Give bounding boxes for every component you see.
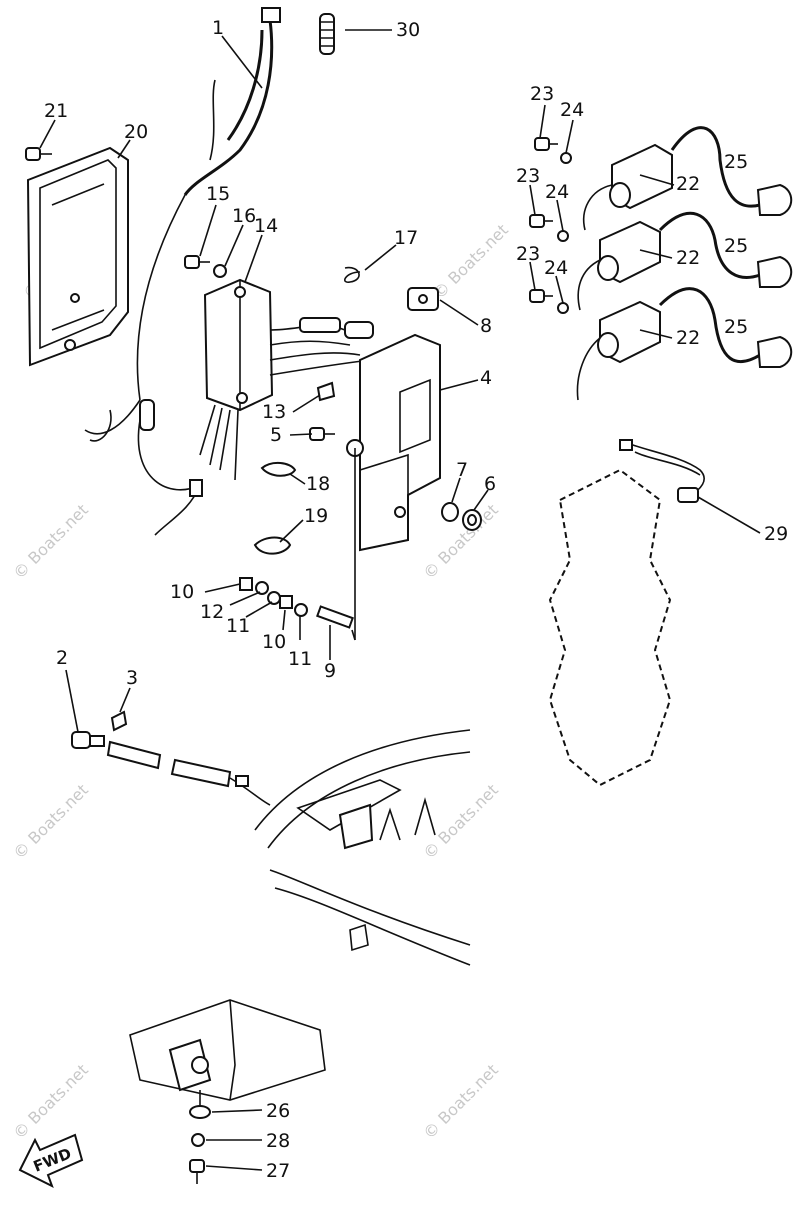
part-29-harness <box>619 439 705 503</box>
lower-bracket <box>129 999 326 1108</box>
part-21-screw <box>25 147 52 161</box>
callout-12: 12 <box>200 601 224 623</box>
callout-6: 6 <box>484 473 496 495</box>
part-25-cap-3 <box>756 335 793 368</box>
callout-16: 16 <box>232 205 256 227</box>
part-11-washer <box>267 591 281 605</box>
callout-23: 23 <box>530 83 554 105</box>
callout-20: 20 <box>124 121 148 143</box>
callout-22: 22 <box>676 173 700 195</box>
part-14-cdi-unit <box>199 278 374 481</box>
part-2-switch <box>71 731 105 749</box>
part-20-bracket <box>26 146 129 367</box>
bottom-cowling <box>254 729 471 966</box>
part-27-bolt <box>189 1159 205 1184</box>
callout-13: 13 <box>262 401 286 423</box>
callout-28: 28 <box>266 1130 290 1152</box>
powerhead-outline <box>548 468 672 787</box>
callout-24: 24 <box>544 257 568 279</box>
part-18-clamp <box>260 462 297 477</box>
lead-cable <box>106 740 271 806</box>
callout-24: 24 <box>545 181 569 203</box>
callout-2: 2 <box>56 647 68 669</box>
callout-29: 29 <box>764 523 788 545</box>
callout-19: 19 <box>304 505 328 527</box>
part-24-washer-1 <box>560 152 572 164</box>
part-5-bolt <box>309 427 335 441</box>
fwd-arrow: FWD <box>18 1133 84 1189</box>
callout-14: 14 <box>254 215 278 237</box>
callout-25: 25 <box>724 151 748 173</box>
part-15-screw <box>184 255 210 269</box>
lower-wiring <box>84 399 203 536</box>
part-30-sleeve <box>319 13 335 55</box>
part-13-clip <box>316 381 336 402</box>
part-4-plate <box>346 333 441 640</box>
coil-assembly-2 <box>577 211 761 311</box>
part-26-clip <box>189 1105 211 1119</box>
part-28-washer <box>191 1133 205 1147</box>
coil-assembly-3 <box>576 287 761 401</box>
callout-11: 11 <box>288 648 312 670</box>
callout-24: 24 <box>560 99 584 121</box>
callout-5: 5 <box>270 424 282 446</box>
watermark: © Boats.net <box>9 500 91 582</box>
callout-10: 10 <box>262 631 286 653</box>
callout-labels: 1 30 21 20 15 16 14 17 8 4 13 5 18 19 7 … <box>44 17 788 1182</box>
part-16-washer <box>213 264 227 278</box>
part-10-nut <box>239 577 253 591</box>
watermark: © Boats.net <box>419 500 501 582</box>
part-11-washer <box>294 603 308 617</box>
callout-22: 22 <box>676 327 700 349</box>
callout-9: 9 <box>324 660 336 682</box>
callout-4: 4 <box>480 367 492 389</box>
callout-3: 3 <box>126 667 138 689</box>
part-24-washer-3 <box>557 302 569 314</box>
callout-26: 26 <box>266 1100 290 1122</box>
callout-23: 23 <box>516 243 540 265</box>
part-24-washer-2 <box>557 230 569 242</box>
part-12-washer <box>255 581 269 595</box>
callout-7: 7 <box>456 459 468 481</box>
part-3-tie <box>110 710 128 732</box>
watermark: © Boats.net <box>9 780 91 862</box>
callout-30: 30 <box>396 19 420 41</box>
watermark: © Boats.net <box>419 1060 501 1142</box>
callout-21: 21 <box>44 100 68 122</box>
callout-18: 18 <box>306 473 330 495</box>
part-19-clamp <box>253 536 292 555</box>
callout-17: 17 <box>394 227 418 249</box>
part-8-grommet <box>407 287 439 311</box>
callout-11: 11 <box>226 615 250 637</box>
leader-lines <box>39 29 761 1171</box>
callout-8: 8 <box>480 315 492 337</box>
part-1-harness <box>136 7 281 401</box>
part-10-nut <box>279 595 293 609</box>
part-17-clip <box>344 266 361 283</box>
callout-25: 25 <box>724 316 748 338</box>
coil-assembly-1 <box>583 126 761 231</box>
part-23-screw-2 <box>529 214 553 228</box>
callout-23: 23 <box>516 165 540 187</box>
part-6-collar <box>462 509 482 531</box>
callout-25: 25 <box>724 235 748 257</box>
watermark: © Boats.net <box>9 1060 91 1142</box>
part-7-grommet <box>441 502 459 522</box>
part-23-screw-1 <box>534 137 558 151</box>
callout-15: 15 <box>206 183 230 205</box>
part-25-cap-2 <box>756 255 793 288</box>
callout-22: 22 <box>676 247 700 269</box>
part-25-cap-1 <box>756 183 793 216</box>
part-23-screw-3 <box>529 289 553 303</box>
callout-1: 1 <box>212 17 224 39</box>
callout-10: 10 <box>170 581 194 603</box>
part-9-stud <box>316 605 356 641</box>
watermark: © Boats.net <box>429 220 511 302</box>
callout-27: 27 <box>266 1160 290 1182</box>
